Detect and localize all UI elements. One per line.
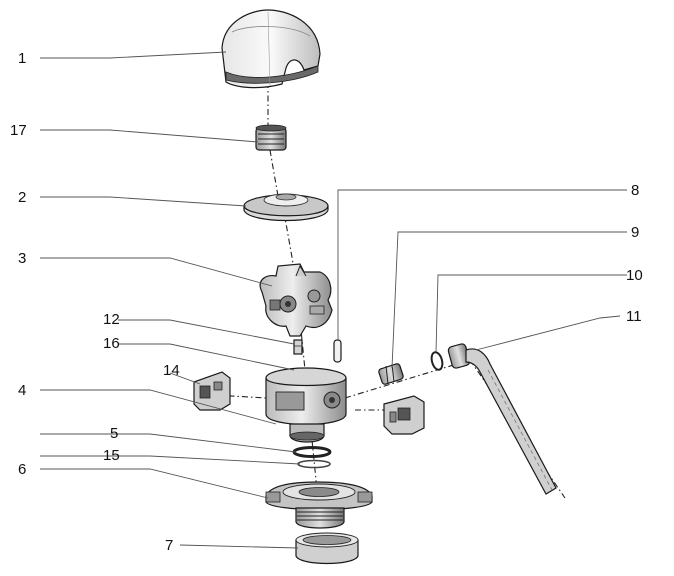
part-pin-12 <box>293 339 303 355</box>
callout-11: 11 <box>626 308 642 325</box>
part-valve-body <box>265 367 347 443</box>
part-valve-head <box>259 263 333 337</box>
part-adapter-right <box>383 395 425 435</box>
part-pin-8 <box>333 339 342 363</box>
part-fitting <box>378 363 404 385</box>
callout-16: 16 <box>103 335 120 352</box>
callout-5: 5 <box>110 425 118 442</box>
callout-15: 15 <box>103 447 120 464</box>
callout-12: 12 <box>103 311 120 328</box>
part-o-ring-5 <box>292 446 332 458</box>
callout-leaders <box>40 51 627 549</box>
part-adapter-left <box>193 371 231 411</box>
part-cap <box>221 9 321 89</box>
callout-10: 10 <box>626 267 643 284</box>
part-o-ring-15 <box>297 459 331 469</box>
part-o-ring-10 <box>430 351 444 371</box>
part-elbow-tube <box>447 343 557 495</box>
callout-7: 7 <box>165 537 173 554</box>
callout-8: 8 <box>631 182 639 199</box>
callout-2: 2 <box>18 189 26 206</box>
part-flange <box>265 481 373 529</box>
callout-14: 14 <box>163 362 180 379</box>
callout-17: 17 <box>10 122 27 139</box>
callout-6: 6 <box>18 461 26 478</box>
callout-3: 3 <box>18 250 26 267</box>
part-collar <box>295 532 359 565</box>
callout-4: 4 <box>18 382 26 399</box>
callout-9: 9 <box>631 224 639 241</box>
callout-1: 1 <box>18 50 26 67</box>
part-spring <box>255 124 287 151</box>
part-disc <box>243 193 329 222</box>
callout-labels: 1 17 2 3 12 16 14 4 5 15 6 7 8 9 10 11 <box>10 50 643 554</box>
